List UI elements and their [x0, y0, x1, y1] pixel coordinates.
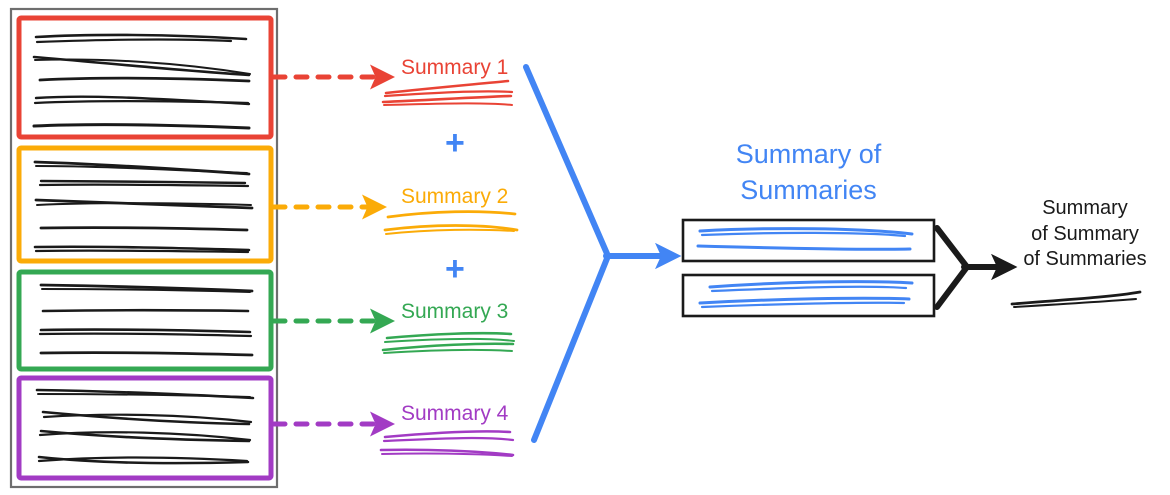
sos-box-1[interactable] — [681, 218, 936, 263]
final-output-label-line-1: Summary — [1042, 197, 1128, 219]
sos-box-2[interactable] — [681, 273, 936, 318]
chunk-3-text-lines — [38, 283, 254, 357]
arrow-merge-summaries — [523, 64, 682, 443]
final-output-label: Summary of Summary of Summaries — [1005, 196, 1165, 273]
sos-box-2-lines — [698, 280, 914, 309]
summary-of-summaries-title-line-1: Summary of — [735, 139, 882, 169]
arrow-merge-final — [934, 225, 1018, 310]
final-output-label-line-2: of Summary — [1031, 222, 1139, 245]
summary-of-summaries-title: Summary of Summaries — [683, 137, 934, 208]
plus-operator-1: + — [445, 124, 465, 162]
summary-1-label: Summary 1 — [401, 56, 509, 79]
summary-3-lines — [381, 331, 515, 354]
summary-3-label: Summary 3 — [401, 300, 509, 323]
chunk-2-text-lines — [33, 160, 254, 254]
final-output-lines — [1010, 290, 1142, 308]
source-chunk-2[interactable] — [16, 145, 274, 264]
chunk-4-text-lines — [35, 388, 255, 465]
source-chunk-3[interactable] — [16, 269, 274, 372]
source-chunk-4[interactable] — [16, 375, 274, 481]
summary-4-label: Summary 4 — [401, 402, 509, 425]
summary-2-lines — [383, 210, 519, 235]
plus-operator-2: + — [445, 250, 465, 288]
summary-4-lines — [379, 430, 515, 457]
summary-of-summaries-title-line-2: Summaries — [740, 174, 877, 205]
summary-2-label: Summary 2 — [401, 185, 509, 208]
source-chunk-1[interactable] — [16, 15, 274, 140]
sos-box-1-lines — [696, 227, 914, 251]
final-output-label-line-3: of Summaries — [1023, 248, 1147, 271]
chunk-1-text-lines — [32, 33, 251, 130]
summary-1-lines — [381, 79, 514, 106]
